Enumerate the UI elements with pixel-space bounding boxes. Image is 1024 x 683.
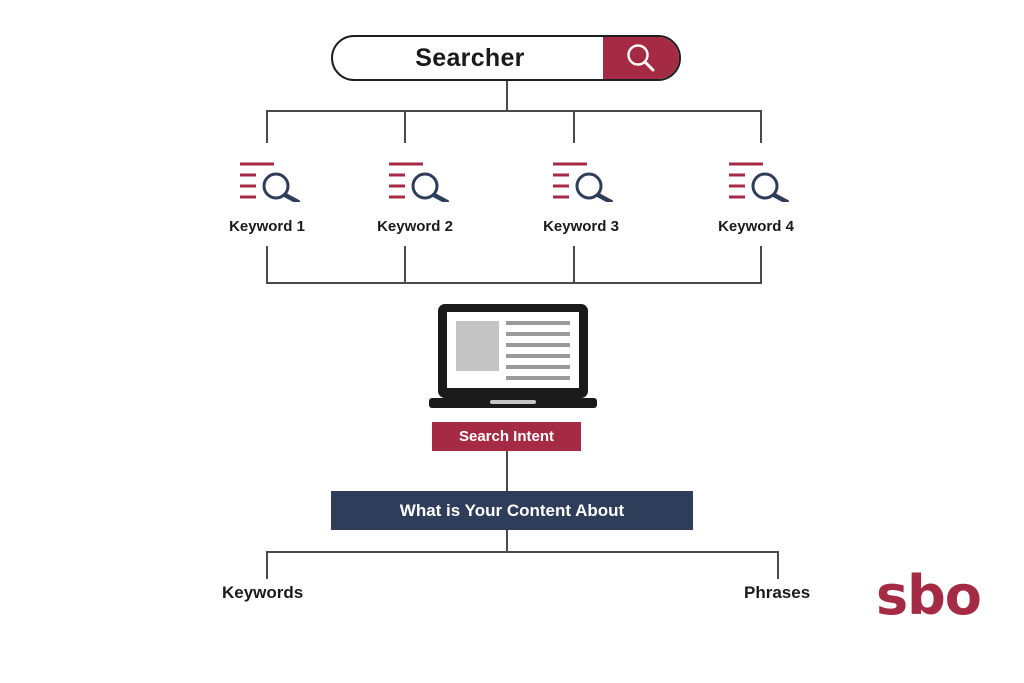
content-about-box: What is Your Content About xyxy=(331,491,693,530)
connector-top-horizontal xyxy=(266,110,762,112)
keyword-2-search-icon xyxy=(389,162,449,202)
connector-kw1-top xyxy=(266,110,268,143)
keyword-3-search-icon xyxy=(553,162,613,202)
search-button[interactable] xyxy=(603,37,679,79)
connector-content-down xyxy=(506,530,508,552)
phrases-label: Phrases xyxy=(744,583,811,602)
searcher-search-bar[interactable]: Searcher xyxy=(331,35,681,81)
connector-kw3-top xyxy=(573,110,575,143)
connector-phrases-down xyxy=(777,551,779,579)
keywords-label: Keywords xyxy=(222,583,304,602)
connector-kw2-bottom xyxy=(404,246,406,283)
search-icon xyxy=(627,44,655,72)
connector-bottom-horizontal xyxy=(266,282,762,284)
connector-kw2-top xyxy=(404,110,406,143)
sbo-logo: sbo xyxy=(876,564,982,627)
keyword-3-label: Keyword 3 xyxy=(543,218,619,235)
keyword-4-label: Keyword 4 xyxy=(718,218,794,235)
search-intent-box: Search Intent xyxy=(432,422,581,451)
keyword-2-label: Keyword 2 xyxy=(377,218,453,235)
keyword-1-label: Keyword 1 xyxy=(229,218,305,235)
connector-search-down xyxy=(506,81,508,110)
keyword-4-search-icon xyxy=(729,162,789,202)
connector-intent-down xyxy=(506,451,508,491)
keyword-1-search-icon xyxy=(240,162,300,202)
connector-kw1-bottom xyxy=(266,246,268,283)
connector-kw4-top xyxy=(760,110,762,143)
connector-kw4-bottom xyxy=(760,246,762,283)
searcher-label: Searcher xyxy=(415,44,525,72)
connector-kw3-bottom xyxy=(573,246,575,283)
connector-keywords-down xyxy=(266,551,268,579)
connector-leaves-horizontal xyxy=(266,551,779,553)
laptop-icon xyxy=(429,304,597,408)
